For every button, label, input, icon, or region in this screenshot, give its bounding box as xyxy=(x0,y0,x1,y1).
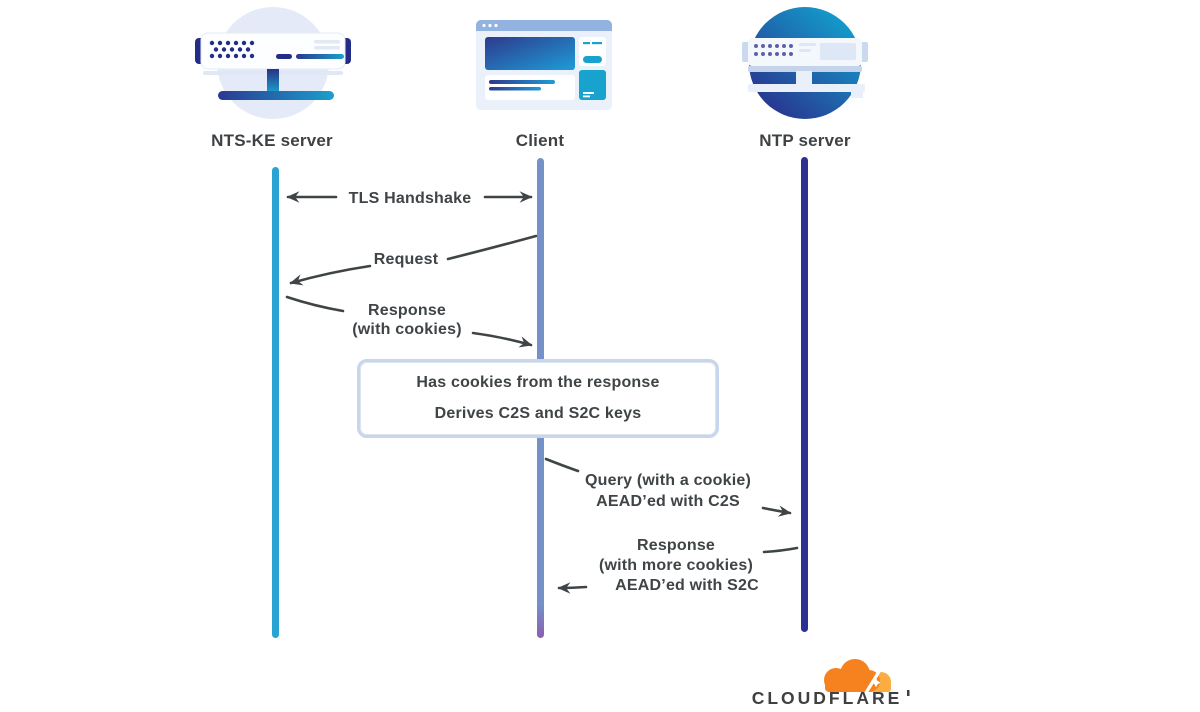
actor-label-ntp: NTP server xyxy=(759,131,851,150)
response2-arrow-tail xyxy=(762,546,799,554)
query-cookie-line1: Query (with a cookie) xyxy=(584,472,752,489)
response-arrow-head xyxy=(471,331,533,348)
response-more-cookies-line2: (with more cookies) xyxy=(598,557,754,574)
request-label: Request xyxy=(373,251,439,268)
ntske-server-icon xyxy=(195,7,351,119)
cloudflare-logo: CLOUDFLARE xyxy=(752,659,910,708)
response-cookies-line1: Response xyxy=(367,302,447,319)
client-note-line1: Has cookies from the response xyxy=(416,374,660,391)
query-arrow-head xyxy=(761,505,792,517)
actor-label-client: Client xyxy=(515,131,565,150)
response-more-cookies-line1: Response xyxy=(636,537,716,554)
actor-label-ntske: NTS-KE server xyxy=(211,131,333,150)
client-browser-icon xyxy=(476,20,612,110)
query-cookie-line2: AEAD’ed with C2S xyxy=(596,493,740,510)
cloudflare-cloud-icon xyxy=(824,659,891,697)
request-arrow-tail xyxy=(446,234,538,261)
ntp-lifeline xyxy=(801,157,808,632)
response-more-cookies-line3: AEAD’ed with S2C xyxy=(615,577,759,594)
response-cookies-line2: (with cookies) xyxy=(352,321,462,338)
query-cookie-label: Query (with a cookie) AEAD’ed with C2S xyxy=(585,470,751,512)
client-note-box: Has cookies from the response Derives C2… xyxy=(357,359,719,438)
query-arrow-tail xyxy=(544,457,580,473)
response-cookies-label: Response (with cookies) xyxy=(352,301,461,339)
response2-arrow-head xyxy=(557,582,588,594)
request-arrow-head xyxy=(289,264,372,286)
ntske-lifeline xyxy=(272,167,279,638)
cloudflare-wordmark: CLOUDFLARE xyxy=(752,688,903,708)
client-note-line2: Derives C2S and S2C keys xyxy=(434,405,642,422)
tls-handshake-label: TLS Handshake xyxy=(348,190,472,207)
response-arrow-tail xyxy=(285,295,345,313)
cloudflare-trademark-tick xyxy=(907,690,910,696)
response-more-cookies-label: Response (with more cookies) AEAD’ed wit… xyxy=(593,536,759,596)
ntp-server-icon xyxy=(742,7,868,119)
